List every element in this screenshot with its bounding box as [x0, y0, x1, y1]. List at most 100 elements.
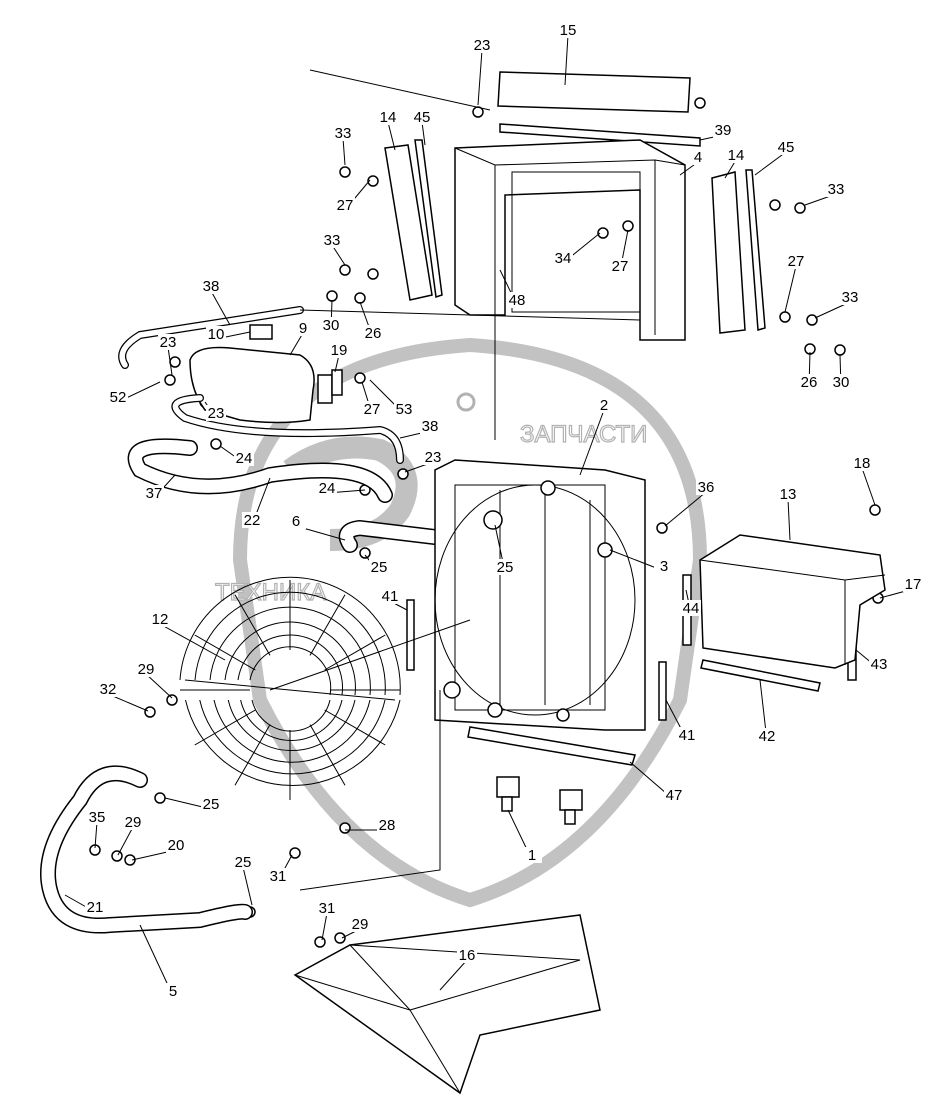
callout-bg [677, 727, 697, 743]
fastener [166, 694, 178, 706]
callout-48: 48 [509, 292, 526, 309]
callout-bg [799, 374, 819, 390]
watermark-left-text: ТЕХНИКА [215, 579, 326, 606]
callout-27: 27 [612, 258, 629, 275]
callout-3: 3 [660, 558, 668, 575]
callout-bg [329, 342, 349, 358]
fastener [314, 936, 326, 948]
leader-line [664, 491, 707, 527]
callout-bg [776, 139, 796, 155]
guard-ring [179, 576, 401, 696]
callout-bg [394, 401, 414, 417]
callout-bg [321, 317, 341, 333]
callout-bg [206, 405, 226, 421]
callout-bg [681, 600, 701, 616]
callout-25: 25 [497, 559, 514, 576]
callout-bg [322, 232, 342, 248]
callout-bg [522, 847, 542, 863]
callout-31: 31 [270, 868, 287, 885]
part-13-cover [699, 534, 886, 669]
callout-bg [696, 479, 716, 495]
callout-14: 14 [380, 109, 397, 126]
callout-bg [362, 401, 382, 417]
callout-bg [826, 181, 846, 197]
guard-ring [240, 699, 343, 741]
callout-bg [495, 559, 515, 575]
callout-33: 33 [828, 181, 845, 198]
leader-line [331, 244, 346, 266]
fastener [354, 372, 366, 384]
part-41-seal-left [406, 599, 415, 671]
guard-ring [249, 646, 332, 696]
part-41-seal-right [658, 661, 667, 721]
fastener [289, 847, 301, 859]
callout-1: 1 [528, 847, 536, 864]
callout-bg [317, 900, 337, 916]
callout-38: 38 [203, 278, 220, 295]
fastener [794, 202, 806, 214]
guard-ring [194, 591, 386, 696]
fastener [779, 311, 791, 323]
callout-bg [786, 253, 806, 269]
callout-24: 24 [236, 450, 253, 467]
callout-44: 44 [683, 600, 700, 617]
callout-bg [713, 122, 733, 138]
callout-5: 5 [169, 983, 177, 1000]
fastener [154, 792, 166, 804]
callout-29: 29 [352, 916, 369, 933]
callout-33: 33 [842, 289, 859, 306]
leader-line [387, 121, 396, 151]
guard-spoke [324, 634, 386, 671]
fastener [834, 344, 846, 356]
callout-bg [166, 837, 186, 853]
callout-bg [903, 576, 923, 592]
part-12-fan-guard [179, 576, 401, 800]
guide-lines [269, 69, 641, 891]
callout-bg [108, 389, 128, 405]
callout-39: 39 [715, 122, 732, 139]
callout-52: 52 [110, 389, 127, 406]
callout-bg [293, 320, 313, 336]
callout-30: 30 [833, 374, 850, 391]
part-2-radiator [434, 459, 646, 731]
callout-bg [457, 947, 477, 963]
leader-line [579, 409, 605, 476]
guard-ring [227, 699, 356, 751]
callout-25: 25 [371, 559, 388, 576]
callout-bg [163, 983, 183, 999]
fastener [210, 438, 222, 450]
leader-line [94, 821, 98, 849]
guard-spoke [194, 634, 256, 671]
callout-35: 35 [89, 809, 106, 826]
callout-bg [144, 485, 164, 501]
callout-26: 26 [801, 374, 818, 391]
fastener [144, 706, 156, 718]
callout-29: 29 [138, 661, 155, 678]
callout-4: 4 [694, 149, 702, 166]
leader-line [117, 826, 134, 856]
watermark-right-text: ЗАПЧАСТИ [520, 421, 647, 448]
callout-19: 19 [331, 342, 348, 359]
guard-spoke [309, 724, 346, 786]
callout-20: 20 [168, 837, 185, 854]
guard-spoke [234, 724, 271, 786]
callout-bg [233, 854, 253, 870]
callout-bg [412, 109, 432, 125]
callout-25: 25 [203, 796, 220, 813]
leader-line [787, 498, 791, 541]
fastener [334, 932, 346, 944]
part-42-strip [700, 659, 821, 692]
callout-bg [369, 559, 389, 575]
fastener [656, 522, 668, 534]
leader-line [159, 623, 226, 661]
part-47-strip [467, 726, 636, 766]
callout-53: 53 [396, 401, 413, 418]
callout-bg [234, 450, 254, 466]
callout-bg [158, 334, 178, 350]
fastener [622, 220, 634, 232]
callout-bg [98, 681, 118, 697]
callout-23: 23 [425, 449, 442, 466]
guard-split [184, 679, 396, 701]
